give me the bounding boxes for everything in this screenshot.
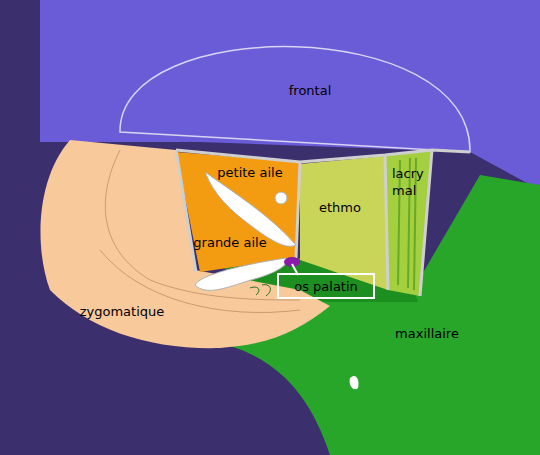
part-name: lacry mal <box>392 165 436 199</box>
infraorbital-foramen <box>350 376 359 389</box>
frontal-dome <box>120 47 470 152</box>
label-box: os palatin <box>277 273 375 299</box>
part-name: frontal <box>289 82 332 99</box>
part-name: ethmo <box>319 199 361 216</box>
part-name: petite aile <box>217 164 282 181</box>
suture-line <box>176 150 470 162</box>
part-name: grande aile <box>193 234 266 251</box>
ethmoid-region <box>300 156 388 290</box>
part-name: zygomatique <box>80 303 165 320</box>
part-name: maxillaire <box>395 325 459 342</box>
inferior-orbital-fissure <box>195 258 287 290</box>
greater-wing-region <box>176 152 300 272</box>
box-label: os palatin <box>294 279 358 294</box>
optic-canal <box>275 192 287 204</box>
floor-texture <box>250 285 270 296</box>
zygomatic-contour <box>105 150 300 300</box>
zygomatic-region <box>40 140 330 348</box>
